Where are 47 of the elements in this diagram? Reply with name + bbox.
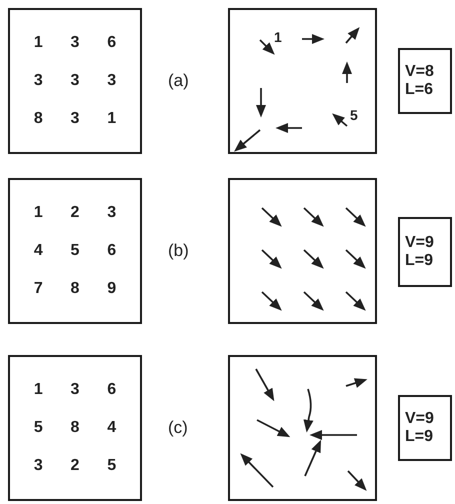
grid-number: 3 bbox=[107, 204, 116, 222]
number-grid-box bbox=[8, 8, 142, 154]
grid-number: 3 bbox=[34, 72, 43, 90]
grid-number: 3 bbox=[70, 381, 80, 399]
grid-number: 5 bbox=[34, 419, 43, 437]
number-grid-box bbox=[8, 178, 142, 324]
vector-index: 5 bbox=[350, 108, 358, 122]
result-value: V=9 bbox=[405, 410, 435, 428]
result-value: L=9 bbox=[405, 428, 434, 446]
arrow-field-box bbox=[228, 8, 377, 154]
grid-number: 8 bbox=[70, 419, 80, 437]
vector-index: 1 bbox=[274, 30, 282, 44]
arrow-field-box bbox=[228, 178, 377, 324]
result-box bbox=[398, 395, 452, 461]
arrow-field-box bbox=[228, 355, 377, 501]
grid-number: 3 bbox=[34, 457, 43, 475]
grid-number: 4 bbox=[34, 242, 43, 260]
grid-number: 9 bbox=[107, 280, 116, 298]
grid-number: 3 bbox=[70, 34, 80, 52]
grid-number: 7 bbox=[34, 280, 43, 298]
number-grid-box bbox=[8, 355, 142, 501]
grid-number: 4 bbox=[107, 419, 116, 437]
grid-number: 5 bbox=[107, 457, 116, 475]
grid-number: 8 bbox=[70, 280, 80, 298]
grid-number: 6 bbox=[107, 381, 116, 399]
grid-number: 5 bbox=[70, 242, 80, 260]
panel-label: (c) bbox=[168, 418, 188, 438]
result-box bbox=[398, 48, 452, 114]
result-value: L=6 bbox=[405, 81, 434, 100]
grid-number: 3 bbox=[70, 110, 80, 128]
grid-number: 8 bbox=[34, 110, 43, 128]
grid-number: 6 bbox=[107, 34, 116, 52]
grid-number: 3 bbox=[107, 72, 116, 90]
grid-number: 1 bbox=[34, 204, 43, 222]
result-value: L=9 bbox=[405, 252, 434, 270]
grid-number: 2 bbox=[70, 204, 80, 222]
grid-number: 1 bbox=[34, 381, 43, 399]
grid-number: 3 bbox=[70, 72, 80, 90]
grid-number: 1 bbox=[34, 34, 43, 52]
grid-number: 6 bbox=[107, 242, 116, 260]
result-box bbox=[398, 217, 452, 287]
result-value: V=8 bbox=[405, 62, 435, 81]
panel-label: (b) bbox=[168, 241, 189, 261]
grid-number: 1 bbox=[107, 110, 116, 128]
panel-label: (a) bbox=[168, 71, 189, 91]
grid-number: 2 bbox=[70, 457, 80, 475]
result-value: V=9 bbox=[405, 234, 435, 252]
